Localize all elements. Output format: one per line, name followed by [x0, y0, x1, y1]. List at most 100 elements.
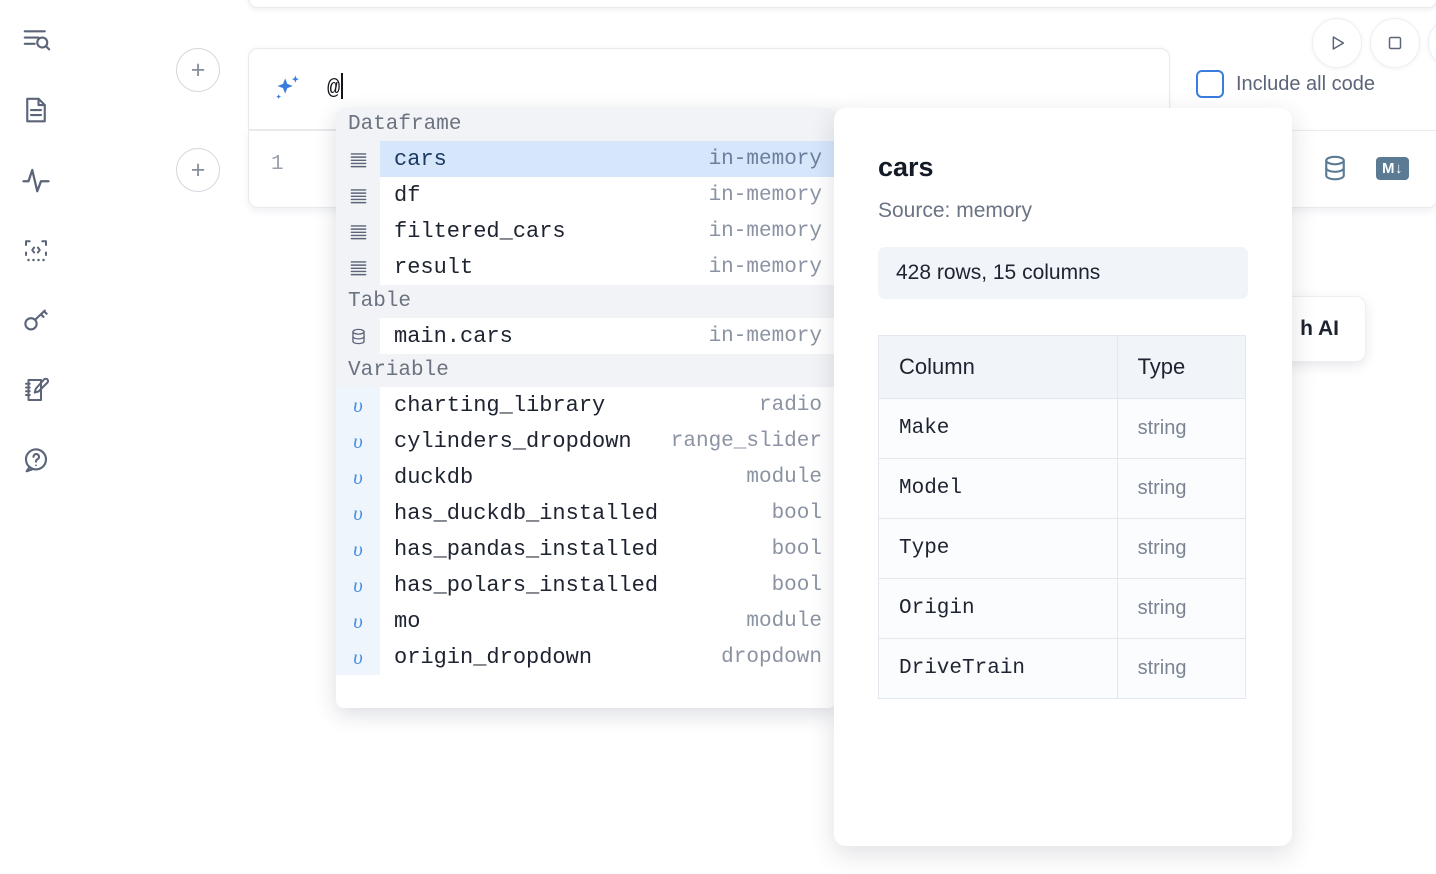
dataframe-icon — [336, 249, 380, 285]
include-all-code-label: Include all code — [1236, 72, 1375, 95]
schema-column-name: Model — [878, 458, 1118, 519]
autocomplete-item-body: cylinders_dropdown range_slider — [380, 423, 836, 459]
schema-column-type: string — [1116, 458, 1247, 519]
autocomplete-item-name: mo — [394, 608, 421, 634]
add-cell-button-bottom[interactable]: + — [176, 148, 220, 192]
play-icon — [1326, 32, 1348, 54]
autocomplete-item-type: module — [746, 609, 822, 633]
stop-icon — [1384, 32, 1406, 54]
key-icon — [21, 305, 51, 335]
add-cell-button-top[interactable]: + — [176, 48, 220, 92]
autocomplete-section-header: Table — [336, 285, 836, 318]
autocomplete-item[interactable]: filtered_cars in-memory — [336, 213, 836, 249]
run-controls — [1312, 18, 1436, 68]
autocomplete-item-name: filtered_cars — [394, 218, 566, 244]
autocomplete-item-body: origin_dropdown dropdown — [380, 639, 836, 675]
include-all-code-row[interactable]: Include all code — [1196, 70, 1375, 98]
sidebar-item-secrets[interactable] — [14, 298, 58, 342]
autocomplete-item-name: duckdb — [394, 464, 474, 490]
detail-shape: 428 rows, 15 columns — [878, 247, 1248, 299]
schema-column-name: Type — [878, 518, 1118, 579]
variable-icon: υ — [336, 423, 380, 459]
autocomplete-item-type: dropdown — [721, 645, 822, 669]
autocomplete-item-type: in-memory — [708, 147, 822, 171]
variable-icon: υ — [336, 459, 380, 495]
autocomplete-item-name: has_pandas_installed — [394, 536, 659, 562]
run-button[interactable] — [1312, 18, 1362, 68]
document-icon — [21, 95, 51, 125]
schema-column-type: string — [1116, 638, 1247, 699]
autocomplete-item-type: bool — [771, 573, 822, 597]
dataframe-icon — [336, 213, 380, 249]
code-brackets-icon — [21, 235, 51, 265]
variable-icon: υ — [336, 495, 380, 531]
autocomplete-item[interactable]: υ origin_dropdown dropdown — [336, 639, 836, 675]
autocomplete-item-name: origin_dropdown — [394, 644, 593, 670]
ai-prompt-input-wrap[interactable]: @ — [327, 73, 344, 101]
text-caret — [341, 73, 344, 99]
schema-column-name: Make — [878, 398, 1118, 459]
edit-notebook-icon — [21, 375, 51, 405]
detail-panel: cars Source: memory 428 rows, 15 columns… — [834, 108, 1292, 846]
include-all-code-checkbox[interactable] — [1196, 70, 1224, 98]
autocomplete-item-type: module — [746, 465, 822, 489]
sidebar-item-help[interactable] — [14, 438, 58, 482]
autocomplete-item-type: in-memory — [708, 183, 822, 207]
sparkles-icon — [271, 71, 305, 105]
line-number: 1 — [271, 153, 284, 176]
autocomplete-item-name: cylinders_dropdown — [394, 428, 632, 454]
database-icon[interactable] — [1320, 153, 1350, 183]
schema-table-header-row: Column Type — [878, 335, 1247, 399]
sidebar-item-activity[interactable] — [14, 158, 58, 202]
dataframe-icon — [336, 177, 380, 213]
autocomplete-section-header: Dataframe — [336, 108, 836, 141]
variable-icon: υ — [336, 639, 380, 675]
autocomplete-item[interactable]: υ cylinders_dropdown range_slider — [336, 423, 836, 459]
detail-source: Source: memory — [878, 199, 1033, 222]
autocomplete-item-type: in-memory — [708, 219, 822, 243]
sidebar-rail — [0, 0, 72, 874]
schema-column-type: string — [1116, 518, 1247, 579]
sidebar-item-snippets[interactable] — [14, 228, 58, 272]
sidebar-item-scratchpad[interactable] — [14, 368, 58, 412]
markdown-badge[interactable]: M↓ — [1376, 156, 1409, 180]
plus-icon: + — [190, 155, 206, 184]
help-chat-icon — [21, 445, 51, 475]
autocomplete-item-body: mo module — [380, 603, 836, 639]
schema-type-header: Type — [1116, 335, 1247, 399]
plus-icon: + — [190, 55, 206, 84]
autocomplete-item-type: radio — [758, 393, 822, 417]
variable-icon: υ — [336, 531, 380, 567]
more-button[interactable] — [1428, 18, 1436, 68]
sidebar-item-notebook[interactable] — [14, 88, 58, 132]
sidebar-item-explore[interactable] — [14, 18, 58, 62]
autocomplete-item-type: range_slider — [670, 429, 822, 453]
autocomplete-item-name: result — [394, 254, 474, 280]
stop-button[interactable] — [1370, 18, 1420, 68]
cell-icon-group: M↓ — [1320, 153, 1409, 183]
autocomplete-item-type: in-memory — [708, 324, 822, 348]
dataframe-icon — [336, 141, 380, 177]
autocomplete-item-name: has_polars_installed — [394, 572, 659, 598]
cell-above — [248, 0, 1436, 8]
autocomplete-item-body: filtered_cars in-memory — [380, 213, 836, 249]
